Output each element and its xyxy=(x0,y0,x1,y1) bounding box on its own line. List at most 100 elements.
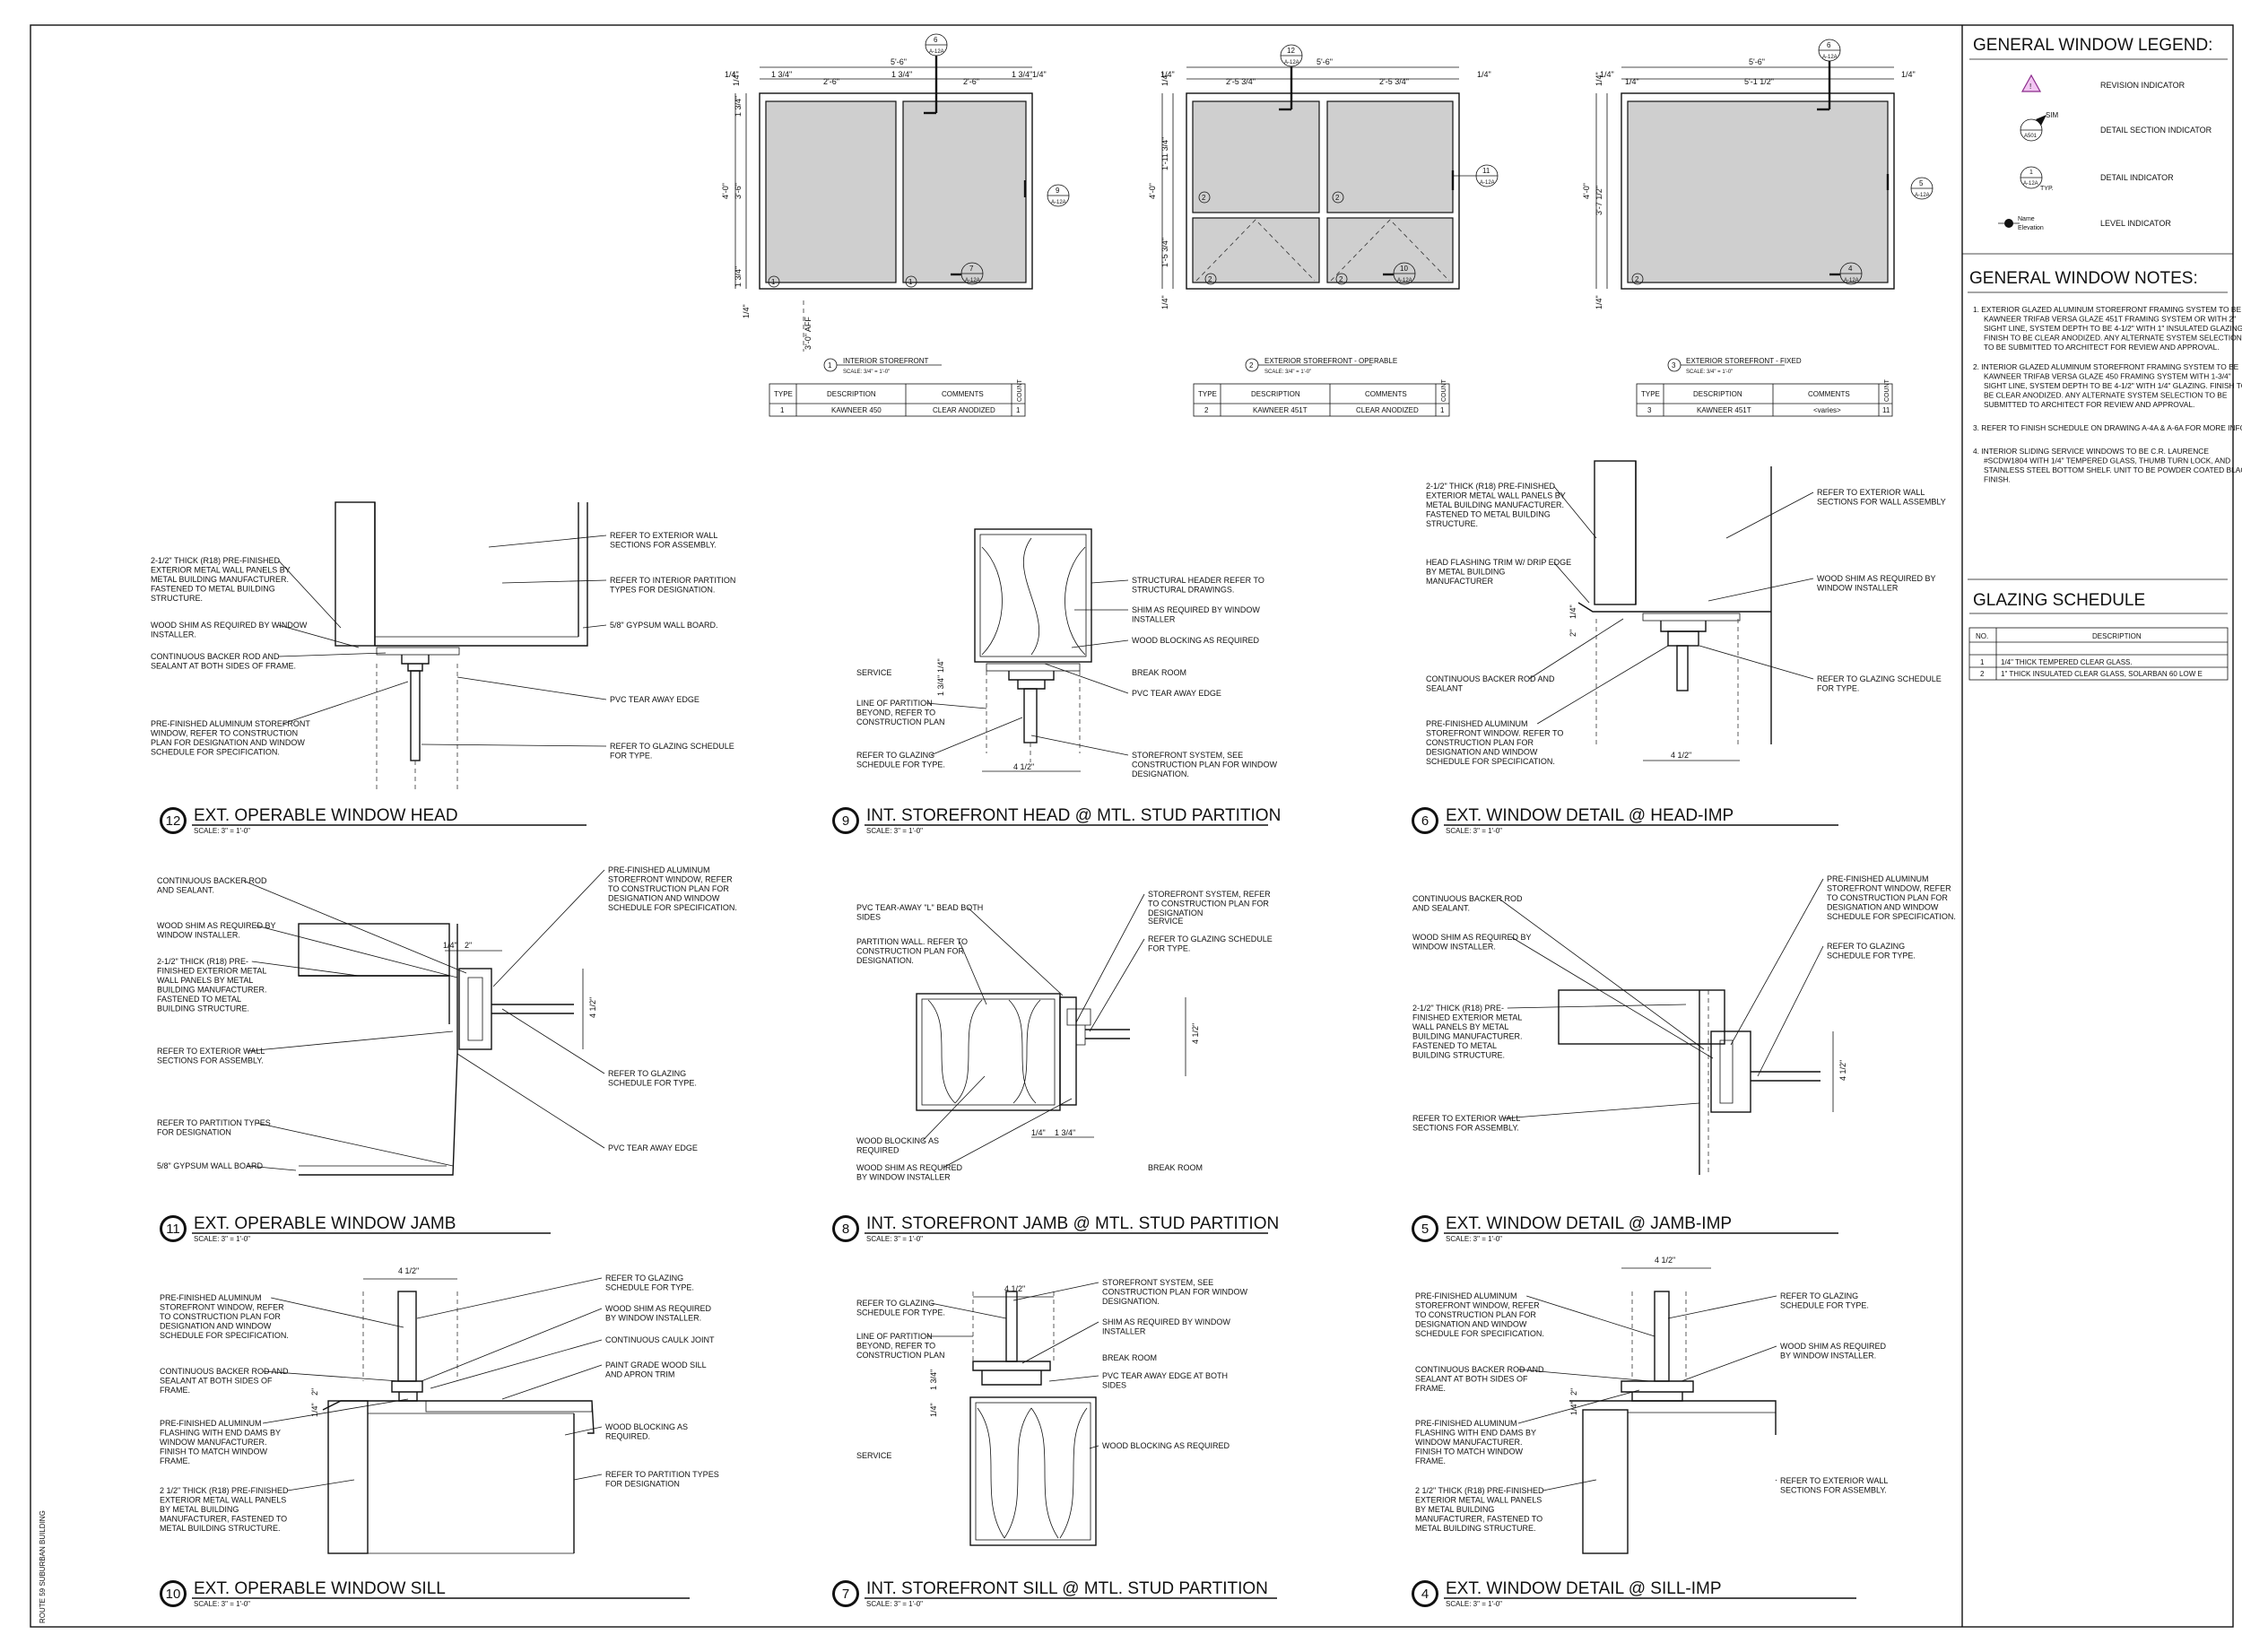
elevation-2-title: EXTERIOR STOREFRONT - OPERABLE xyxy=(1264,357,1397,365)
detail-12-right-note-3: 5/8" GYPSUM WALL BOARD. xyxy=(610,621,718,630)
svg-text:1/4": 1/4" xyxy=(936,658,945,673)
notes-title: GENERAL WINDOW NOTES: xyxy=(1969,269,2198,288)
svg-text:6: 6 xyxy=(1827,41,1831,49)
svg-text:DESCRIPTION: DESCRIPTION xyxy=(1251,390,1300,398)
svg-text:1 3/4": 1 3/4" xyxy=(929,1369,938,1390)
revision-triangle-icon: ! xyxy=(2020,74,2042,92)
svg-text:<varies>: <varies> xyxy=(1813,406,1841,414)
svg-text:TYPE: TYPE xyxy=(1641,390,1660,398)
svg-text:4 1/2": 4 1/2" xyxy=(588,997,597,1018)
detail-8-drawing: 4 1/2" 1/4" 1 3/4" xyxy=(916,993,1200,1138)
svg-text:4 1/2": 4 1/2" xyxy=(1838,1060,1847,1081)
callout-6b-icon: 6A-12A xyxy=(1817,39,1841,111)
svg-text:1 3/4": 1 3/4" xyxy=(771,70,792,79)
svg-text:1/4": 1/4" xyxy=(1160,72,1169,86)
svg-text:2": 2" xyxy=(465,941,472,950)
svg-text:4'-0": 4'-0" xyxy=(1148,183,1157,199)
svg-text:1 3/4": 1 3/4" xyxy=(936,675,945,696)
svg-text:1/4": 1/4" xyxy=(725,70,739,79)
legend-label-level: LEVEL INDICATOR xyxy=(2100,219,2171,228)
svg-text:COUNT: COUNT xyxy=(1441,378,1447,402)
detail-8-right-note-3: SERVICE xyxy=(1148,917,1183,926)
detail-number: 7 xyxy=(842,1587,849,1602)
svg-text:1/4": 1/4" xyxy=(1477,70,1491,79)
legend-title: GENERAL WINDOW LEGEND: xyxy=(1973,36,2212,55)
svg-text:4 1/2": 4 1/2" xyxy=(398,1266,419,1275)
legend-label-detail: DETAIL INDICATOR xyxy=(2100,173,2174,182)
note-item-2: 2. INTERIOR GLAZED ALUMINUM STOREFRONT F… xyxy=(1973,362,2242,409)
callout-6-icon: 6A-12A xyxy=(924,33,948,115)
svg-text:4 1/2": 4 1/2" xyxy=(1004,1284,1025,1293)
svg-text:2: 2 xyxy=(1208,275,1212,283)
detail-number: 10 xyxy=(166,1587,181,1602)
sheet-border xyxy=(30,24,2234,1628)
svg-text:2: 2 xyxy=(1249,361,1254,370)
svg-text:12: 12 xyxy=(1287,47,1295,55)
detail-scale: SCALE: 3" = 1'-0" xyxy=(194,1235,250,1243)
legend-label-revision: REVISION INDICATOR xyxy=(2100,81,2186,90)
svg-text:1/4": 1/4" xyxy=(1032,70,1047,79)
detail-number: 12 xyxy=(166,813,181,829)
svg-text:3'-7 1/2": 3'-7 1/2" xyxy=(1595,186,1603,215)
svg-text:6: 6 xyxy=(934,36,938,44)
svg-text:5'-6": 5'-6" xyxy=(891,57,907,66)
svg-text:4 1/2": 4 1/2" xyxy=(1191,1023,1200,1044)
detail-9-left-note-1: SERVICE xyxy=(856,668,891,677)
detail-7-right-note-3: BREAK ROOM xyxy=(1102,1353,1157,1362)
svg-text:2'-5 3/4": 2'-5 3/4" xyxy=(1226,77,1256,86)
detail-7-drawing: 4 1/2" 1 3/4" 1/4" xyxy=(929,1284,1097,1546)
svg-text:1: 1 xyxy=(771,278,776,286)
detail-12-right-note-4: PVC TEAR AWAY EDGE xyxy=(610,695,700,704)
detail-title-text: EXT. OPERABLE WINDOW HEAD xyxy=(194,806,458,825)
svg-text:CLEAR ANODIZED: CLEAR ANODIZED xyxy=(933,406,995,414)
svg-text:A-12A: A-12A xyxy=(1844,278,1859,283)
svg-text:2: 2 xyxy=(1339,275,1343,283)
svg-text:1: 1 xyxy=(1440,406,1445,414)
svg-text:3: 3 xyxy=(1672,361,1676,370)
detail-title-text: EXT. WINDOW DETAIL @ HEAD-IMP xyxy=(1446,806,1734,825)
svg-text:1/4": 1/4" xyxy=(1600,70,1614,79)
svg-text:2": 2" xyxy=(1569,630,1577,637)
svg-text:2'-6": 2'-6" xyxy=(963,77,979,86)
detail-11-drawing: 1/4" 2" 4 1/2" xyxy=(298,923,597,1176)
svg-text:SCALE: 3/4" = 1'-0": SCALE: 3/4" = 1'-0" xyxy=(1264,370,1311,375)
detail-title-text: EXT. WINDOW DETAIL @ SILL-IMP xyxy=(1446,1579,1722,1598)
detail-number: 5 xyxy=(1421,1222,1429,1237)
svg-text:COUNT: COUNT xyxy=(1884,378,1890,402)
svg-text:11: 11 xyxy=(1882,406,1890,414)
detail-9-right-note-3: WOOD BLOCKING AS REQUIRED xyxy=(1132,636,1260,645)
detail-number: 11 xyxy=(166,1222,180,1237)
detail-9-right-note-4: BREAK ROOM xyxy=(1132,668,1186,677)
svg-text:1 3/4": 1 3/4" xyxy=(734,266,743,287)
svg-text:2: 2 xyxy=(1335,194,1340,202)
detail-title-text: EXT. OPERABLE WINDOW JAMB xyxy=(194,1214,456,1233)
callout-10-icon: 10A-12A xyxy=(1383,262,1416,285)
notes-panel: GENERAL WINDOW NOTES: 1. EXTERIOR GLAZED… xyxy=(1968,269,2242,580)
detail-title-text: EXT. WINDOW DETAIL @ JAMB-IMP xyxy=(1446,1214,1732,1233)
